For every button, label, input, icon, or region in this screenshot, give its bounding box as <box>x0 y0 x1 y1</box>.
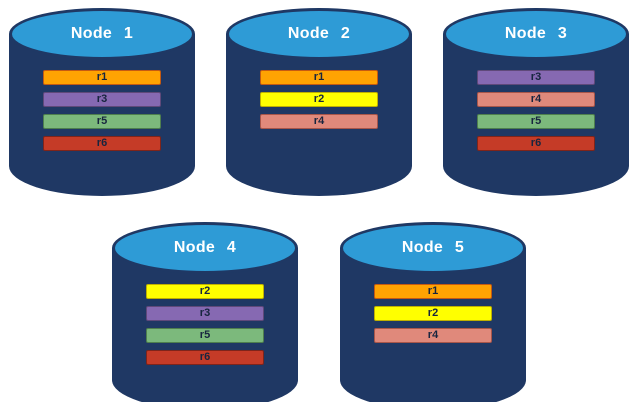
record-bar-r6: r6 <box>43 136 161 151</box>
record-bar-r4: r4 <box>260 114 378 129</box>
record-bar-r3: r3 <box>477 70 595 85</box>
record-bar-r2: r2 <box>146 284 264 299</box>
record-list: r1 r3 r5 r6 <box>43 70 161 151</box>
record-bar-r5: r5 <box>146 328 264 343</box>
record-bar-r4: r4 <box>477 92 595 107</box>
node-label: Node 4 <box>173 239 237 256</box>
record-list: r1 r2 r4 <box>260 70 378 129</box>
db-node-3: Node 3 r3 r4 r5 r6 <box>443 8 629 196</box>
record-bar-r1: r1 <box>260 70 378 85</box>
cylinder-top: Node 3 <box>443 8 629 60</box>
record-bar-r2: r2 <box>374 306 492 321</box>
db-node-5: Node 5 r1 r2 r4 <box>340 222 526 402</box>
record-bar-r6: r6 <box>477 136 595 151</box>
node-label: Node 3 <box>504 25 568 42</box>
cylinder-top: Node 2 <box>226 8 412 60</box>
record-bar-r1: r1 <box>374 284 492 299</box>
node-row-2: Node 4 r2 r3 r5 r6 Node 5 r1 r2 r4 <box>0 222 638 402</box>
cylinder-top: Node 4 <box>112 222 298 274</box>
node-label: Node 1 <box>70 25 134 42</box>
record-bar-r5: r5 <box>477 114 595 129</box>
record-bar-r2: r2 <box>260 92 378 107</box>
record-bar-r3: r3 <box>43 92 161 107</box>
record-bar-r1: r1 <box>43 70 161 85</box>
record-bar-r3: r3 <box>146 306 264 321</box>
node-label: Node 5 <box>401 239 465 256</box>
cylinder-top: Node 5 <box>340 222 526 274</box>
cylinder-top: Node 1 <box>9 8 195 60</box>
record-bar-r4: r4 <box>374 328 492 343</box>
db-node-2: Node 2 r1 r2 r4 <box>226 8 412 196</box>
node-row-1: Node 1 r1 r3 r5 r6 Node 2 r1 r2 r4 Node 3 r3 r4 r5 r6 <box>0 0 638 196</box>
record-bar-r5: r5 <box>43 114 161 129</box>
record-list: r3 r4 r5 r6 <box>477 70 595 151</box>
db-node-1: Node 1 r1 r3 r5 r6 <box>9 8 195 196</box>
record-list: r1 r2 r4 <box>374 284 492 343</box>
node-label: Node 2 <box>287 25 351 42</box>
record-bar-r6: r6 <box>146 350 264 365</box>
record-list: r2 r3 r5 r6 <box>146 284 264 365</box>
db-node-4: Node 4 r2 r3 r5 r6 <box>112 222 298 402</box>
